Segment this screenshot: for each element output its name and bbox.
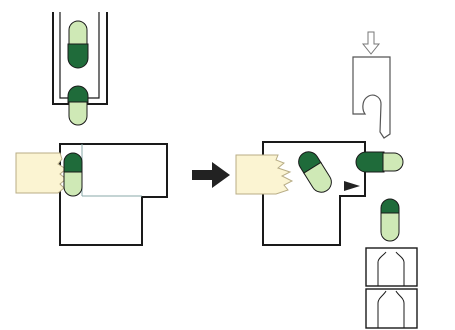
capsule-cap	[67, 43, 89, 69]
tilted-capsule	[298, 151, 332, 193]
capsule	[67, 20, 89, 69]
right-stage	[235, 31, 418, 329]
blade-plunger	[352, 56, 391, 139]
capsule-body	[303, 161, 332, 193]
direction-arrowhead	[344, 181, 360, 191]
capsule-body	[63, 171, 83, 197]
pusher	[235, 154, 294, 195]
capsule-cap	[63, 152, 83, 174]
left-stage	[15, 12, 168, 246]
capsule	[67, 85, 89, 126]
receiving-guide	[365, 247, 418, 329]
capsule-cap	[298, 151, 323, 175]
horizontal-capsule	[355, 151, 404, 173]
down-arrow	[361, 31, 381, 55]
capsule-body	[382, 152, 404, 172]
capsule-cap	[355, 151, 385, 173]
capsule-cap	[380, 198, 400, 215]
rectifier-block	[262, 141, 366, 246]
capsule-body	[68, 101, 88, 126]
capsule-body-top	[68, 20, 88, 47]
capsule-body	[380, 212, 400, 242]
capsule-cap	[67, 85, 89, 105]
process-arrow	[192, 162, 230, 188]
pusher	[15, 152, 67, 194]
capsule-in-slot	[63, 152, 83, 197]
falling-capsule	[380, 198, 400, 242]
